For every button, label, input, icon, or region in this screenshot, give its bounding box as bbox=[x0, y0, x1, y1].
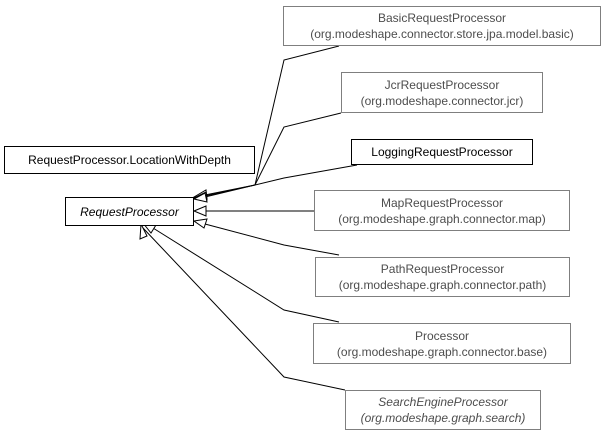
arrowhead-search-engine bbox=[139, 222, 148, 240]
node-search-engine-name: SearchEngineProcessor bbox=[378, 395, 508, 409]
node-map-name: MapRequestProcessor bbox=[380, 195, 504, 210]
edge-search-engine-to-request-processor bbox=[142, 227, 346, 391]
node-jcr-package: (org.modeshape.connector.jcr) bbox=[360, 93, 524, 108]
arrowhead-map bbox=[192, 205, 207, 217]
arrowhead-logging bbox=[192, 192, 208, 203]
node-jcr-name: JcrRequestProcessor bbox=[384, 77, 500, 92]
node-processor-package: (org.modeshape.graph.connector.base) bbox=[336, 344, 548, 359]
node-path-package: (org.modeshape.graph.connector.path) bbox=[338, 278, 547, 292]
node-basic-name: BasicRequestProcessor bbox=[377, 11, 507, 25]
edge-processor-to-request-processor bbox=[152, 227, 340, 323]
node-basic-request-processor: BasicRequestProcessor (org.modeshape.con… bbox=[283, 6, 601, 46]
arrowhead-path bbox=[192, 218, 208, 229]
edge-logging-to-request-processor bbox=[204, 164, 358, 198]
node-location-with-depth-name: RequestProcessor.LocationWithDepth bbox=[28, 153, 231, 167]
node-search-engine-processor: SearchEngineProcessor (org.modeshape.gra… bbox=[345, 390, 541, 430]
node-map-request-processor: MapRequestProcessor (org.modeshape.graph… bbox=[314, 190, 570, 231]
node-logging-name: LoggingRequestProcessor bbox=[371, 145, 513, 159]
node-request-processor: RequestProcessor bbox=[65, 197, 194, 226]
node-map-package: (org.modeshape.graph.connector.map) bbox=[338, 211, 546, 226]
node-jcr-request-processor: JcrRequestProcessor (org.modeshape.conne… bbox=[341, 72, 543, 113]
edge-path-to-request-processor bbox=[204, 223, 340, 256]
node-path-name: PathRequestProcessor bbox=[380, 262, 505, 276]
node-location-with-depth: RequestProcessor.LocationWithDepth bbox=[4, 146, 255, 174]
node-request-processor-name: RequestProcessor bbox=[80, 204, 179, 219]
node-search-engine-package: (org.modeshape.graph.search) bbox=[360, 411, 526, 425]
node-logging-request-processor: LoggingRequestProcessor bbox=[351, 139, 533, 165]
node-processor-name: Processor bbox=[414, 328, 470, 343]
node-basic-package: (org.modeshape.connector.store.jpa.model… bbox=[310, 27, 574, 41]
node-path-request-processor: PathRequestProcessor (org.modeshape.grap… bbox=[315, 257, 570, 297]
node-processor: Processor (org.modeshape.graph.connector… bbox=[313, 323, 571, 364]
